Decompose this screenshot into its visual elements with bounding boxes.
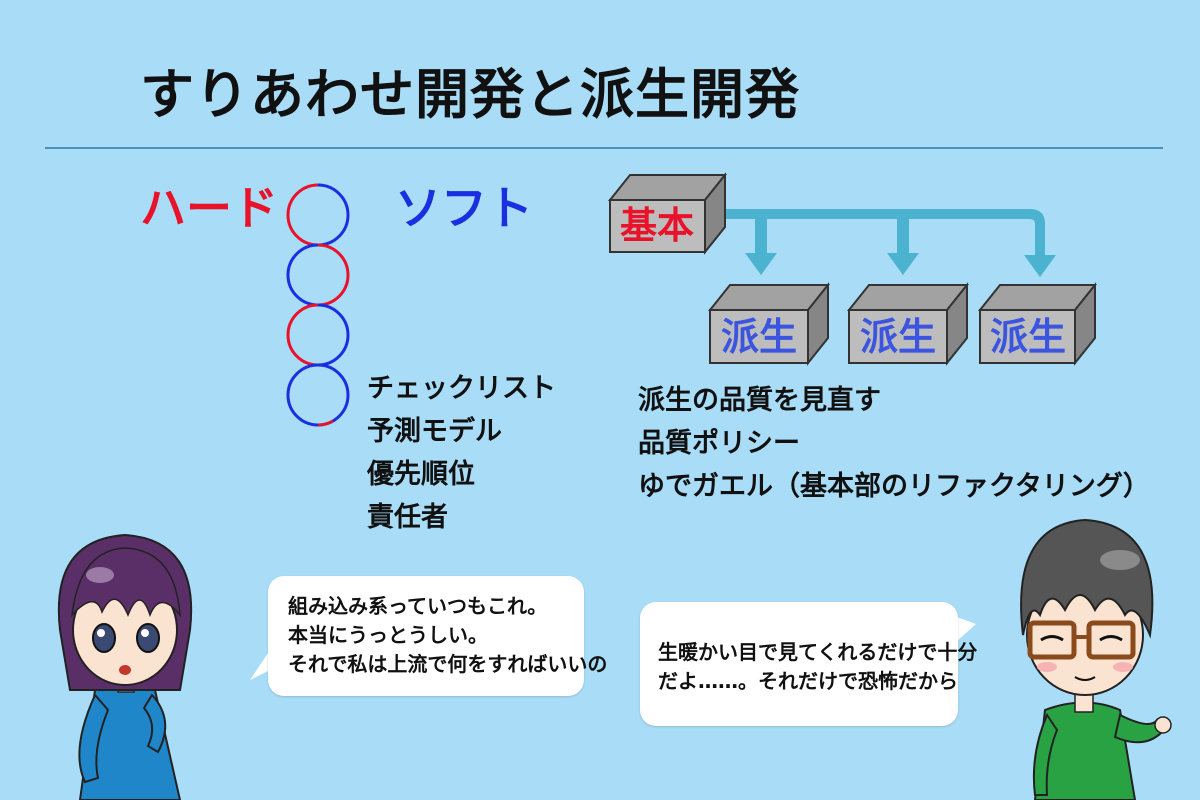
left-item: 予測モデル: [367, 416, 502, 447]
derived-label-1: 派生: [721, 315, 797, 359]
chain-circle-2: [286, 243, 350, 307]
bubble-tail-right: [954, 616, 976, 642]
branch-arrows: [708, 209, 1056, 277]
right-item: ゆでガエル（基本部のリファクタリング）: [638, 471, 1150, 502]
derived-box-2: [846, 282, 970, 366]
hard-soft-chain-diagram: [286, 183, 350, 427]
derived-box-3: [977, 282, 1098, 366]
right-item: 派生の品質を見直す: [638, 385, 881, 416]
chain-circle-4: [286, 363, 350, 427]
right-item-list: 派生の品質を見直す 品質ポリシー ゆでガエル（基本部のリファクタリング）: [638, 379, 1150, 508]
hard-label: ハード: [140, 181, 278, 235]
speech-bubble-girl: 組み込み系っていつもこれ。 本当にうっとうしい。 それで私は上流で何をすればいい…: [268, 576, 608, 696]
derived-label-3: 派生: [990, 315, 1066, 359]
chain-circle-3: [286, 303, 350, 367]
bubble-line: だよ……。それだけで恐怖だから: [658, 669, 958, 693]
right-item: 品質ポリシー: [638, 428, 800, 459]
boy-character-illustration: [1020, 518, 1172, 800]
page-title: すりあわせ開発と派生開発: [140, 63, 800, 126]
left-item: 責任者: [367, 502, 448, 533]
speech-bubble-boy: 生暖かい目で見てくれるだけで十分 だよ……。それだけで恐怖だから: [640, 602, 978, 726]
derived-label-2: 派生: [860, 315, 936, 359]
chain-circle-1: [286, 183, 350, 247]
left-item: チェックリスト: [367, 373, 556, 404]
left-item-list: チェックリスト 予測モデル 優先順位 責任者: [367, 367, 556, 539]
bubble-line: 生暖かい目で見てくれるだけで十分: [658, 640, 978, 664]
girl-character-illustration: [57, 533, 193, 800]
bubble-line: それで私は上流で何をすればいいの: [288, 652, 608, 676]
soft-label: ソフト: [395, 181, 533, 235]
title-divider: [45, 147, 1163, 149]
derived-box-1: [707, 282, 831, 366]
bubble-line: 組み込み系っていつもこれ。: [288, 594, 548, 618]
derivation-diagram: 基本 派生 派生 派生: [607, 172, 1098, 366]
bubble-line: 本当にうっとうしい。: [288, 623, 488, 647]
left-item: 優先順位: [367, 459, 475, 490]
base-label: 基本: [620, 204, 694, 247]
base-box: [607, 172, 728, 255]
